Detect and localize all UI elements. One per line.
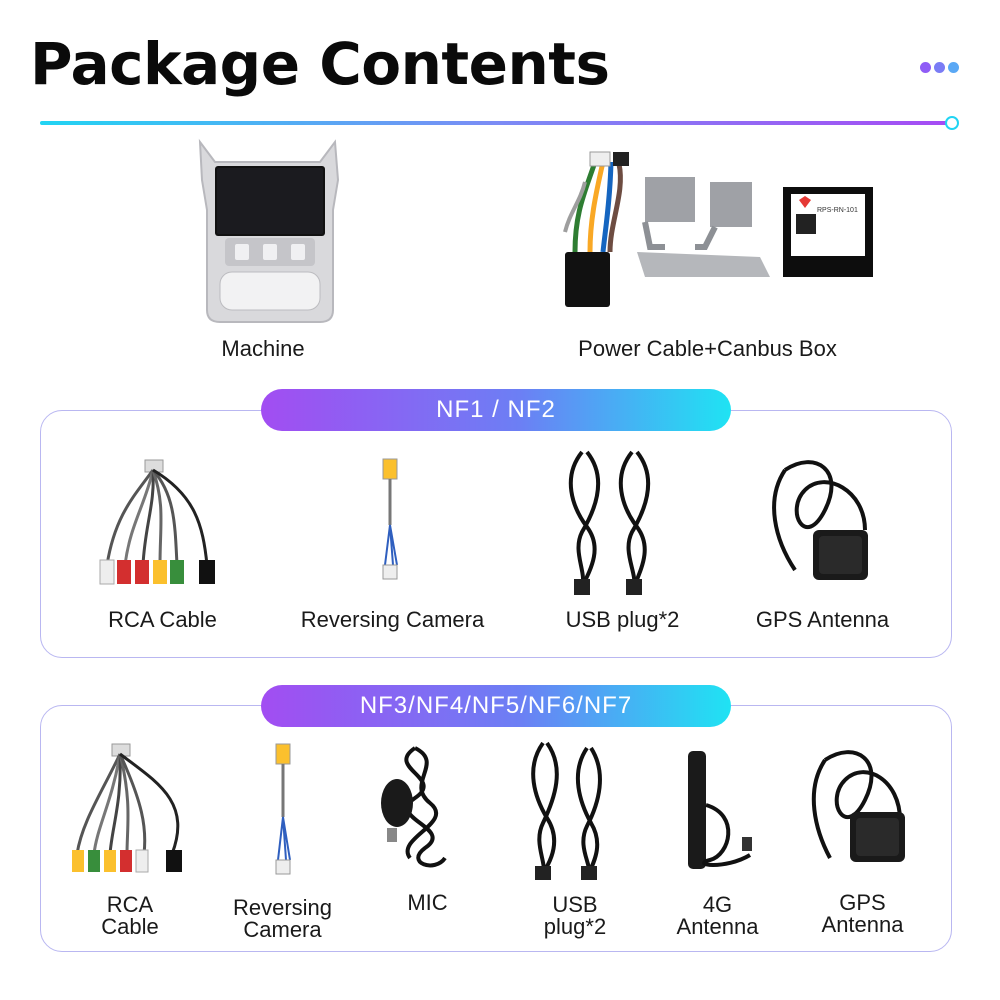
- usb-plug-item: [562, 447, 672, 597]
- canbus-box-label: RPS-RN-101: [817, 207, 858, 214]
- power-cable-label: Power Cable+Canbus Box: [578, 336, 837, 361]
- rca-cable-icon: [72, 743, 182, 873]
- reversing-camera-label-line1: Reversing: [232, 895, 333, 920]
- car-stereo-unit-icon: [198, 138, 340, 323]
- rca-cable-icon: [99, 459, 215, 585]
- reversing-camera-item-2: [260, 742, 305, 882]
- 4g-antenna-item: [670, 745, 760, 880]
- mic-item: [375, 738, 465, 878]
- rca-cable-item: [95, 455, 225, 590]
- usb-plug-label: USB plug*2: [565, 607, 680, 632]
- usb-cables-icon: [531, 741, 602, 880]
- divider-end-circle: [945, 116, 959, 130]
- rca-cable-label: RCA Cable: [108, 607, 217, 632]
- gps-antenna-icon: [811, 750, 905, 862]
- header-divider: [40, 121, 948, 125]
- 4g-antenna-icon: [688, 751, 752, 869]
- machine-label: Machine: [221, 336, 305, 361]
- usb-plug-label-line1: USB: [552, 892, 598, 917]
- machine-item: [195, 138, 345, 325]
- usb-cables-icon: [568, 450, 651, 595]
- gps-antenna-item: [765, 450, 885, 595]
- reversing-camera-label: Reversing Camera: [300, 607, 485, 632]
- mic-label: MIC: [407, 890, 448, 915]
- reversing-camera-cable-icon: [382, 458, 398, 580]
- usb-plug-item-2: [525, 738, 620, 883]
- 4g-antenna-label-line1: 4G: [702, 892, 733, 917]
- microphone-icon: [381, 746, 447, 868]
- rca-cable-item-2: [72, 742, 197, 882]
- usb-plug-label-line2: plug*2: [543, 914, 607, 939]
- reversing-camera-cable-icon: [275, 743, 291, 875]
- gps-antenna-label-line2: Antenna: [821, 912, 904, 937]
- nf3-nf7-group: [40, 705, 952, 952]
- more-dots-icon: [920, 60, 966, 74]
- nf3-nf7-heading: NF3/NF4/NF5/NF6/NF7: [261, 685, 731, 727]
- gps-antenna-icon: [772, 460, 868, 580]
- gps-antenna-item-2: [805, 740, 915, 880]
- page-title: Package Contents: [30, 30, 610, 98]
- gps-antenna-label: GPS Antenna: [755, 607, 890, 632]
- rca-cable-label-line1: RCA: [106, 892, 154, 917]
- reversing-camera-label-line2: Camera: [243, 917, 322, 942]
- wiring-harness-icon: [563, 151, 873, 307]
- gps-antenna-label-line1: GPS: [839, 890, 886, 915]
- rca-cable-label-line2: Cable: [101, 914, 159, 939]
- 4g-antenna-label-line2: Antenna: [676, 914, 759, 939]
- reversing-camera-item: [365, 455, 415, 590]
- nf1-nf2-heading: NF1 / NF2: [261, 389, 731, 431]
- power-cable-item: RPS-RN-101: [555, 151, 885, 312]
